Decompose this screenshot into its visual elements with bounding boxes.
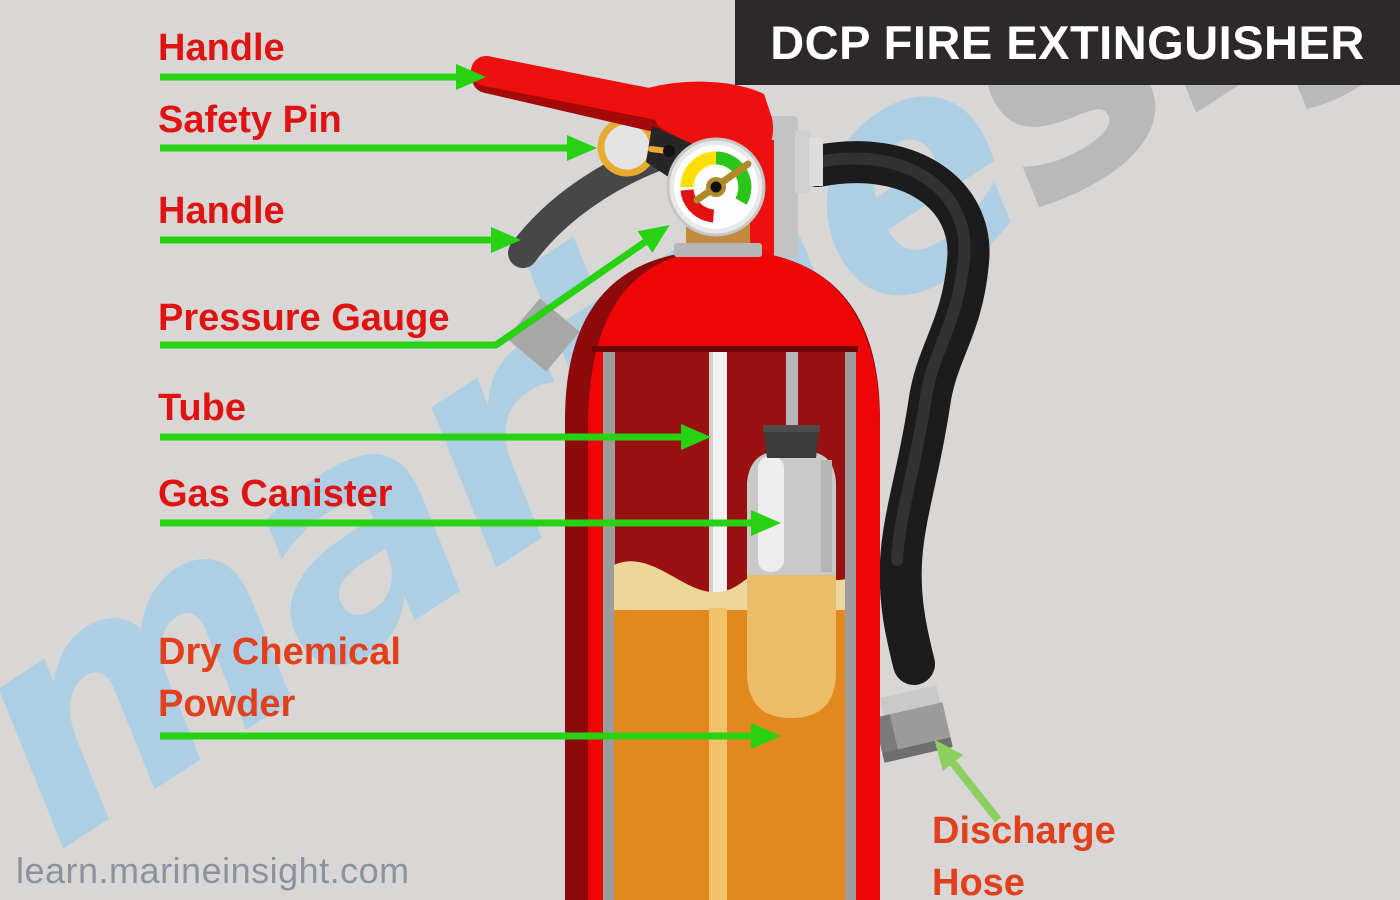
label-tube: Tube [158,387,246,429]
label-handle-lower: Handle [158,190,285,232]
dome-separation-line [592,346,858,352]
label-safety-pin: Safety Pin [158,99,342,141]
footer-url: learn.marineinsight.com [16,850,410,891]
gauge-yellow-zone [680,151,717,188]
label-dry-chemical-powder: Dry Chemical Powder [158,631,401,725]
canister-hanger-tube [786,352,798,434]
arrow-pressure-gauge [160,224,670,349]
gray-angle-decoration [506,298,580,372]
canister-cap [763,425,820,458]
label-handle-top: Handle [158,27,285,69]
hose-nozzle-fitting [874,685,953,763]
tube-through-powder [709,608,727,900]
title-banner: DCP FIRE EXTINGUISHER [735,0,1400,85]
callout-arrows [160,64,1002,823]
arrow-discharge-hose [934,739,1002,823]
gauge-red-zone [680,188,715,223]
discharge-hose-graphic [797,141,990,685]
page-title: DCP FIRE EXTINGUISHER [770,16,1365,69]
gas-canister-graphic [747,425,836,718]
label-discharge-hose: Discharge Hose [932,810,1116,900]
safety-pin-clasp [648,145,675,157]
label-gas-canister: Gas Canister [158,473,393,515]
pressure-gauge-graphic [666,137,766,237]
label-pressure-gauge: Pressure Gauge [158,297,450,339]
